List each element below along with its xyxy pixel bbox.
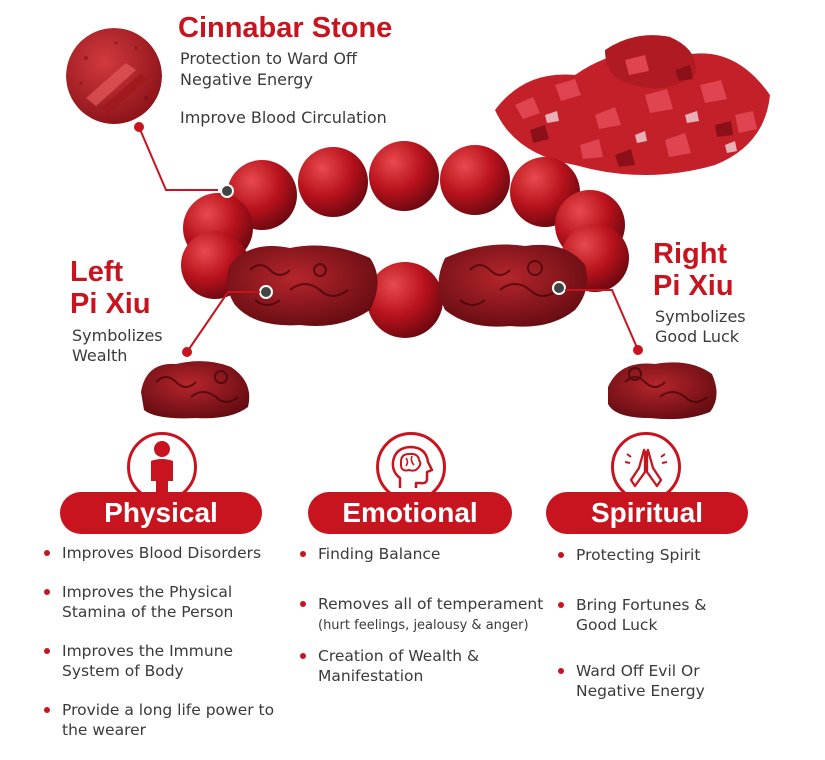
list-item: Creation of Wealth &Manifestation — [300, 646, 560, 686]
right-pixiu-title-2: Pi Xiu — [653, 270, 734, 302]
left-pixiu-desc-2: Wealth — [72, 346, 128, 365]
list-item: Improves Blood Disorders — [44, 543, 304, 563]
left-pixiu-title-2: Pi Xiu — [70, 288, 151, 320]
emotional-list: Finding Balance Removes all of temperame… — [300, 544, 560, 686]
cinnabar-title: Cinnabar Stone — [178, 12, 393, 44]
physical-header: Physical — [60, 492, 262, 534]
emotional-header: Emotional — [308, 492, 512, 534]
spiritual-list: Protecting Spirit Bring Fortunes &Good L… — [558, 545, 798, 701]
cinnabar-closeup-image — [66, 28, 162, 124]
list-item: Bring Fortunes &Good Luck — [558, 595, 798, 635]
cinnabar-line-3: Improve Blood Circulation — [180, 108, 387, 127]
list-item: Removes all of temperament(hurt feelings… — [300, 594, 560, 636]
cinnabar-line-1: Protection to Ward Off — [180, 49, 357, 68]
right-pixiu-desc-1: Symbolizes — [655, 307, 746, 326]
raw-cinnabar-pile-image — [485, 15, 775, 185]
person-icon — [127, 432, 197, 502]
right-pixiu-desc-2: Good Luck — [655, 327, 740, 346]
right-pixiu-carving-image — [600, 352, 724, 422]
praying-hands-icon — [611, 432, 681, 502]
cinnabar-line-2: Negative Energy — [180, 70, 313, 89]
right-pixiu-title-1: Right — [653, 238, 728, 270]
cinnabar-bracelet-image — [170, 140, 640, 345]
left-pixiu-title-1: Left — [70, 256, 124, 288]
spiritual-header: Spiritual — [546, 492, 748, 534]
list-item: Protecting Spirit — [558, 545, 798, 565]
list-item: Finding Balance — [300, 544, 560, 564]
physical-list: Improves Blood Disorders Improves the Ph… — [44, 543, 304, 740]
left-pixiu-carving-image — [136, 352, 256, 422]
left-pixiu-desc-1: Symbolizes — [72, 326, 163, 345]
